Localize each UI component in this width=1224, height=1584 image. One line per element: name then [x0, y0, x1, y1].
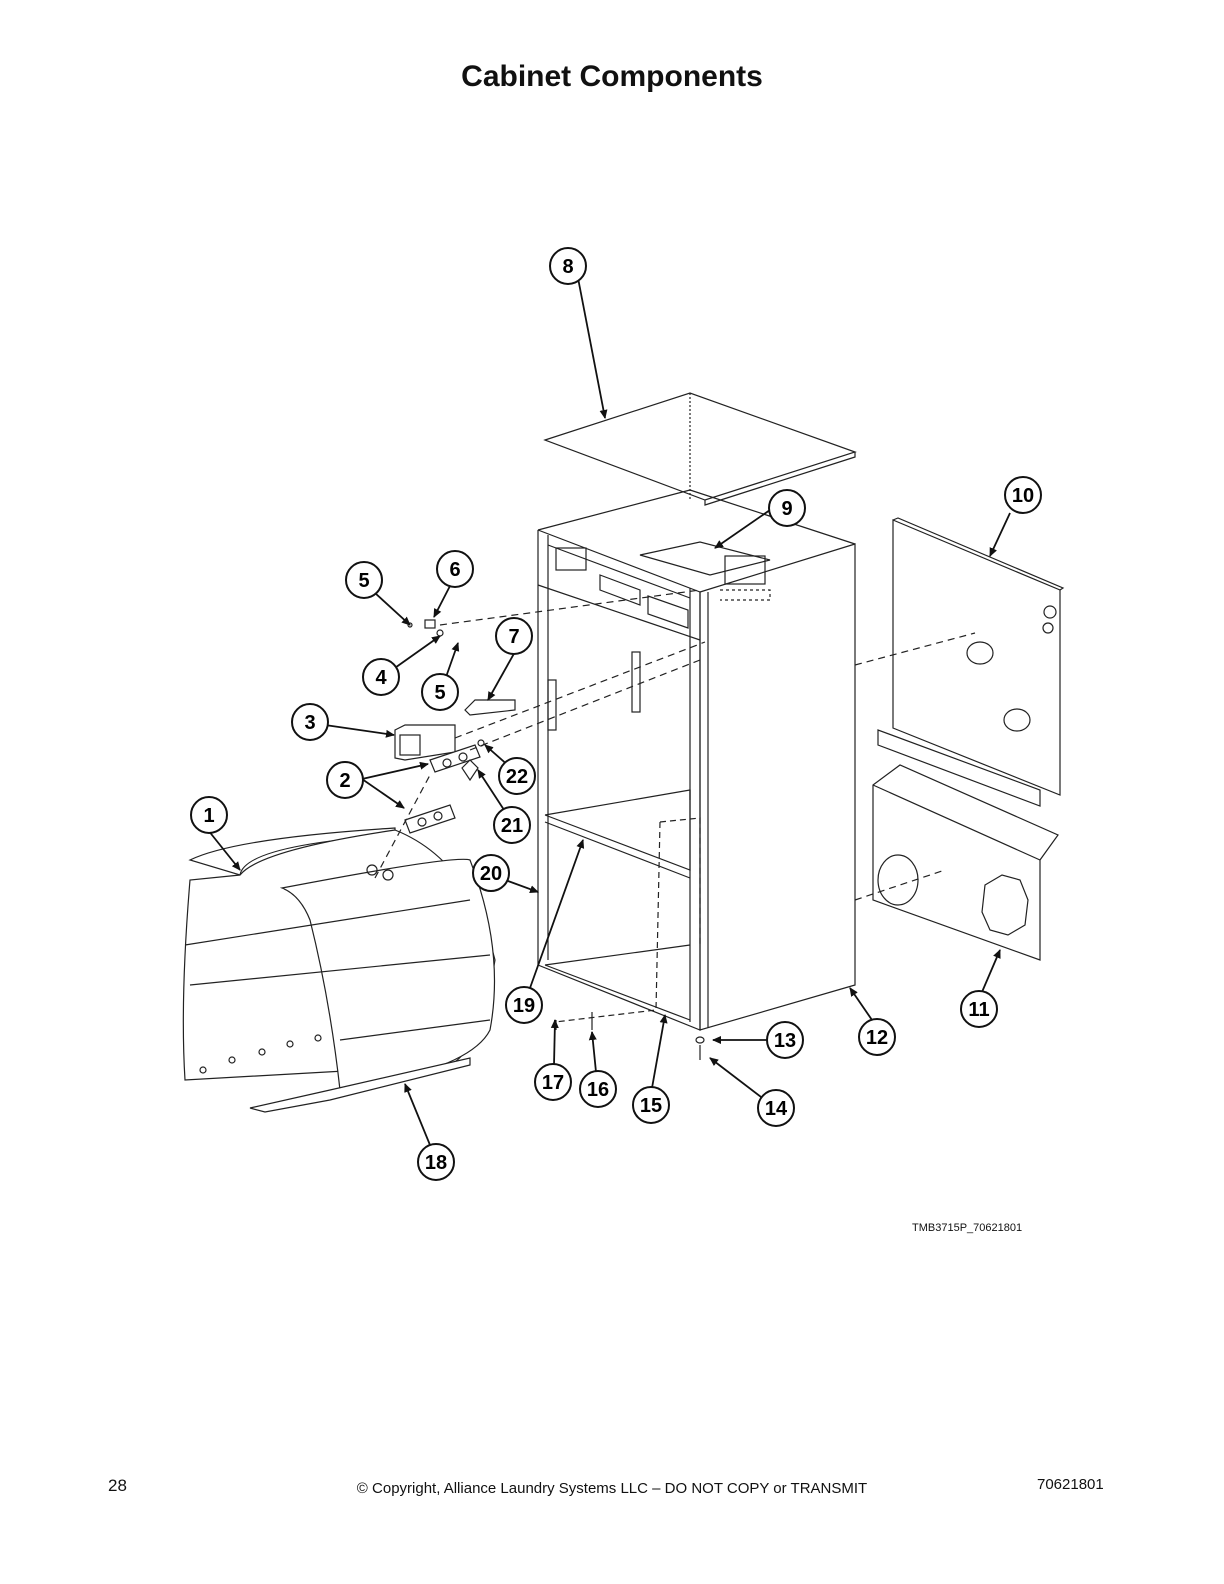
callout-7: 7	[495, 617, 533, 655]
svg-text:11: 11	[968, 999, 989, 1021]
callout-6: 6	[436, 550, 474, 588]
callout-10: 10	[1004, 476, 1042, 514]
svg-text:2: 2	[339, 770, 350, 792]
callout-2: 2	[326, 761, 364, 799]
callout-18: 18	[417, 1143, 455, 1181]
callout-13: 13	[766, 1021, 804, 1059]
callouts: 8 9 10 5 6 7 4 5 3 22 2 21 1 20 19 11 12…	[190, 247, 1042, 1181]
drawing-id: TMB3715P_70621801	[912, 1222, 1023, 1234]
top-panel	[543, 392, 857, 506]
callout-20: 20	[472, 854, 510, 892]
callout-15: 15	[632, 1086, 670, 1124]
svg-text:20: 20	[480, 863, 502, 885]
copyright-notice: © Copyright, Alliance Laundry Systems LL…	[356, 1480, 868, 1497]
svg-text:10: 10	[1012, 485, 1034, 507]
callout-12: 12	[858, 1018, 896, 1056]
small-parts	[394, 619, 705, 1060]
callout-11: 11	[960, 990, 998, 1028]
callout-8: 8	[549, 247, 587, 285]
leader-arrows	[207, 277, 1011, 1146]
callout-1: 1	[190, 796, 228, 834]
callout-16: 16	[579, 1070, 617, 1108]
svg-text:3: 3	[304, 712, 315, 734]
cabinet-frame	[537, 489, 856, 1031]
svg-text:14: 14	[765, 1098, 788, 1120]
callout-4: 4	[362, 658, 400, 696]
svg-text:22: 22	[506, 766, 528, 788]
svg-text:5: 5	[434, 682, 445, 704]
svg-text:4: 4	[375, 667, 387, 689]
page-number: 28	[108, 1476, 127, 1495]
svg-text:19: 19	[513, 995, 535, 1017]
assembly-lines	[374, 589, 976, 901]
lower-rear-panel	[872, 764, 1059, 961]
svg-text:15: 15	[640, 1095, 662, 1117]
svg-text:16: 16	[587, 1079, 609, 1101]
svg-text:5: 5	[358, 570, 369, 592]
callout-9: 9	[768, 489, 806, 527]
svg-text:7: 7	[508, 626, 519, 648]
callout-3: 3	[291, 703, 329, 741]
svg-text:8: 8	[562, 256, 573, 278]
svg-text:13: 13	[774, 1030, 796, 1052]
callout-5-upper: 5	[345, 561, 383, 599]
svg-text:12: 12	[866, 1027, 888, 1049]
svg-text:1: 1	[203, 805, 214, 827]
callout-17: 17	[534, 1063, 572, 1101]
callout-22: 22	[498, 757, 536, 795]
rear-panel	[877, 517, 1065, 807]
document-number: 70621801	[1037, 1476, 1104, 1493]
svg-text:6: 6	[449, 559, 460, 581]
svg-text:18: 18	[425, 1152, 447, 1174]
svg-text:21: 21	[501, 815, 523, 837]
callout-14: 14	[757, 1089, 795, 1127]
drum-shell	[182, 827, 496, 1113]
svg-text:9: 9	[781, 498, 792, 520]
svg-text:17: 17	[542, 1072, 564, 1094]
callout-21: 21	[493, 806, 531, 844]
callout-19: 19	[505, 986, 543, 1024]
callout-5-lower: 5	[421, 673, 459, 711]
page-title: Cabinet Components	[461, 60, 763, 93]
